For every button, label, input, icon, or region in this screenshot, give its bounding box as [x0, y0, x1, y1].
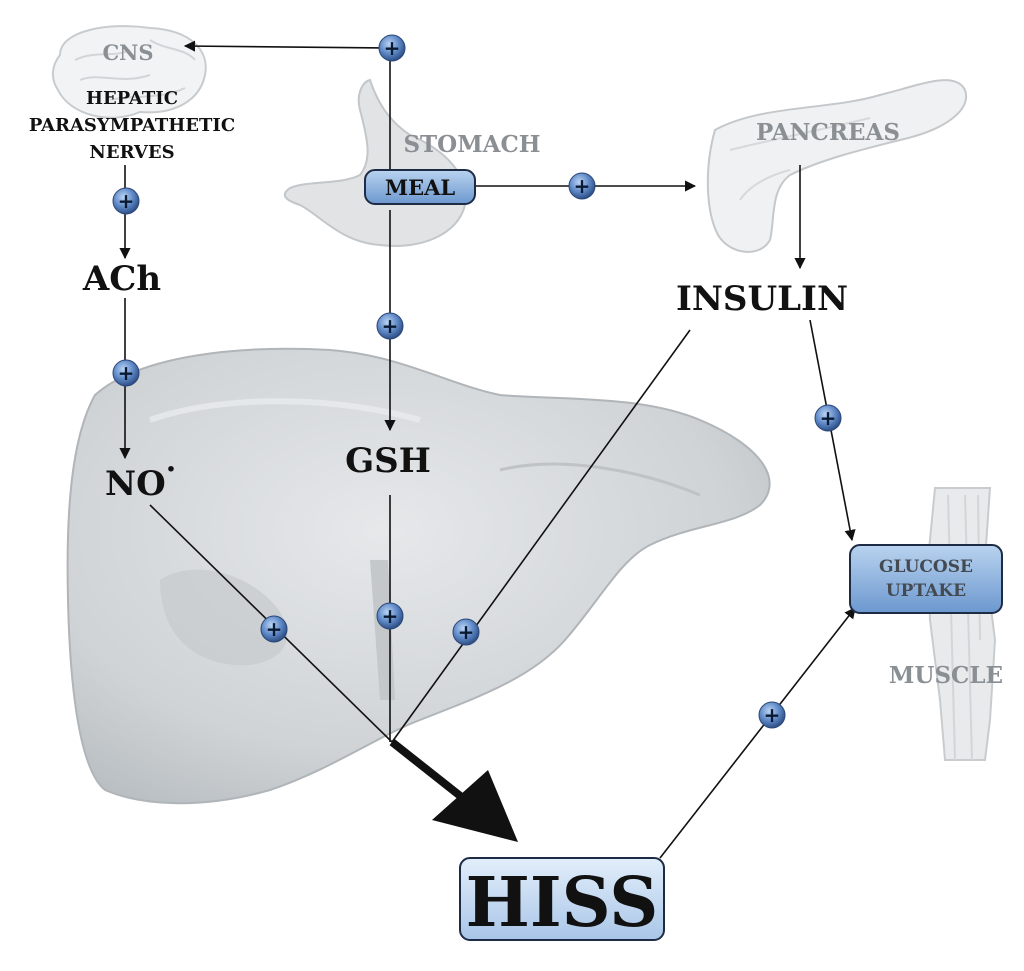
glucose-label: GLUCOSE	[879, 557, 973, 577]
pancreas-illustration	[706, 79, 968, 253]
svg-text:+: +	[118, 361, 135, 385]
hiss-label: HISS	[466, 863, 659, 943]
plus-marker: +	[376, 602, 404, 630]
no-label: NO·	[105, 452, 176, 504]
gsh-label: GSH	[345, 441, 431, 481]
plus-marker: +	[814, 404, 842, 432]
parasympathetic-label: PARASYMPATHETIC	[29, 115, 235, 136]
svg-text:+: +	[266, 617, 283, 641]
svg-text:+: +	[382, 604, 399, 628]
plus-marker: +	[112, 187, 140, 215]
line-insulin-to-hiss	[391, 329, 691, 743]
meal-box: MEAL	[364, 169, 476, 205]
hiss-box: HISS	[459, 857, 665, 943]
plus-marker: +	[376, 312, 404, 340]
svg-text:+: +	[384, 36, 401, 60]
svg-text:+: +	[458, 620, 475, 644]
stomach-illustration	[283, 78, 467, 247]
plus-marker: +	[452, 618, 480, 646]
svg-text:+: +	[574, 174, 591, 198]
uptake-label: UPTAKE	[886, 581, 966, 601]
plus-marker: +	[568, 172, 596, 200]
plus-marker: +	[260, 615, 288, 643]
pancreas-label: PANCREAS	[756, 119, 900, 146]
plus-marker: +	[758, 701, 786, 729]
svg-text:+: +	[820, 406, 837, 430]
liver-illustration	[66, 347, 771, 805]
plus-marker: +	[112, 359, 140, 387]
plus-markers: + + + + + + + + + +	[112, 34, 842, 729]
glucose-uptake-box: GLUCOSE UPTAKE	[849, 544, 1003, 614]
muscle-illustration	[926, 487, 997, 761]
svg-text:+: +	[382, 314, 399, 338]
svg-text:+: +	[764, 703, 781, 727]
ach-label: ACh	[82, 259, 161, 299]
cns-label: CNS	[102, 40, 153, 65]
nerves-label: NERVES	[89, 142, 174, 163]
insulin-label: INSULIN	[676, 279, 848, 319]
svg-text:+: +	[118, 189, 135, 213]
bold-arrow-to-hiss	[389, 738, 518, 842]
arrow-hiss-to-glucose	[659, 607, 856, 859]
muscle-label: MUSCLE	[889, 662, 1003, 689]
meal-label: MEAL	[385, 175, 456, 200]
stomach-label: STOMACH	[403, 131, 540, 158]
arrow-meal-to-cns	[183, 40, 391, 52]
plus-marker: +	[378, 34, 406, 62]
hepatic-label: HEPATIC	[86, 88, 178, 109]
brain-illustration	[52, 25, 207, 119]
